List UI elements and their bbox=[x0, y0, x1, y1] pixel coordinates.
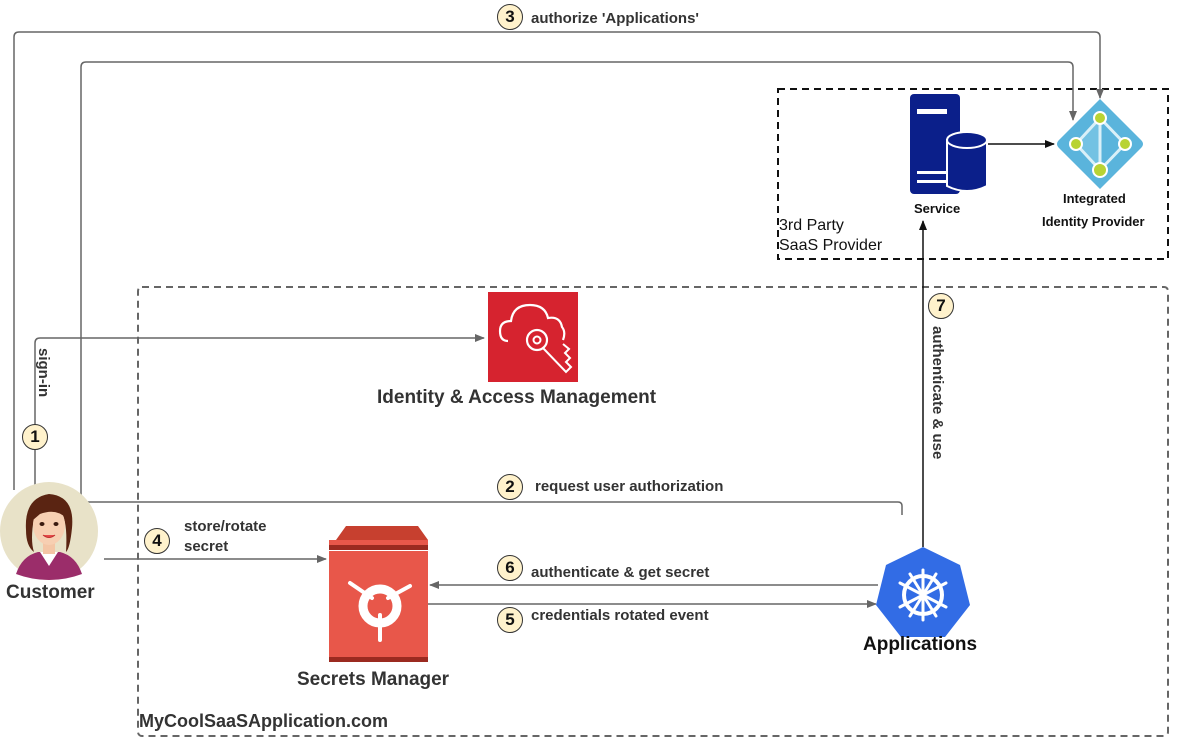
iam-label: Identity & Access Management bbox=[377, 387, 657, 408]
step-label-request-authorization: request user authorization bbox=[535, 478, 724, 495]
step-label-get-secret: authenticate & get secret bbox=[531, 564, 710, 581]
saas-provider-label-line1: 3rd Party bbox=[779, 217, 844, 234]
woman-avatar-icon bbox=[0, 482, 98, 580]
saas-provider-container bbox=[777, 88, 1169, 260]
step-badge-4: 4 bbox=[144, 528, 170, 554]
step-label-authenticate-use: authenticate & use bbox=[929, 326, 946, 460]
step-label-sign-in: sign-in bbox=[35, 348, 52, 398]
step-label-store-line2: secret bbox=[184, 538, 229, 555]
connector-sign-in bbox=[34, 334, 485, 485]
saas-provider-label-line2: SaaS Provider bbox=[779, 237, 883, 254]
server-database-icon bbox=[910, 94, 988, 194]
cloud-key-icon bbox=[488, 292, 578, 382]
vault-icon bbox=[329, 526, 428, 662]
step-label-authorize: authorize 'Applications' bbox=[531, 10, 699, 27]
step-badge-7: 7 bbox=[928, 293, 954, 319]
step-badge-2: 2 bbox=[497, 474, 523, 500]
step-label-rotated-event: credentials rotated event bbox=[531, 607, 709, 624]
azure-ad-icon bbox=[1057, 99, 1143, 189]
identity-provider-label-line1: Integrated bbox=[1063, 191, 1126, 206]
step-badge-3: 3 bbox=[497, 4, 523, 30]
connector-authorize bbox=[13, 31, 1104, 490]
kubernetes-helm-icon bbox=[876, 547, 970, 637]
applications-label: Applications bbox=[863, 634, 978, 655]
step-badge-1: 1 bbox=[22, 424, 48, 450]
step-label-store-line1: store/rotate bbox=[184, 518, 267, 535]
step-badge-5: 5 bbox=[497, 607, 523, 633]
customer-label: Customer bbox=[6, 582, 95, 603]
step-badge-6: 6 bbox=[497, 555, 523, 581]
connector-request-authorization bbox=[80, 61, 1077, 515]
secrets-manager-label: Secrets Manager bbox=[297, 669, 450, 690]
service-label: Service bbox=[914, 201, 961, 216]
app-domain-container bbox=[137, 286, 1169, 737]
identity-provider-label-line2: Identity Provider bbox=[1042, 214, 1145, 229]
app-domain-label: MyCoolSaaSApplication.com bbox=[139, 711, 389, 731]
